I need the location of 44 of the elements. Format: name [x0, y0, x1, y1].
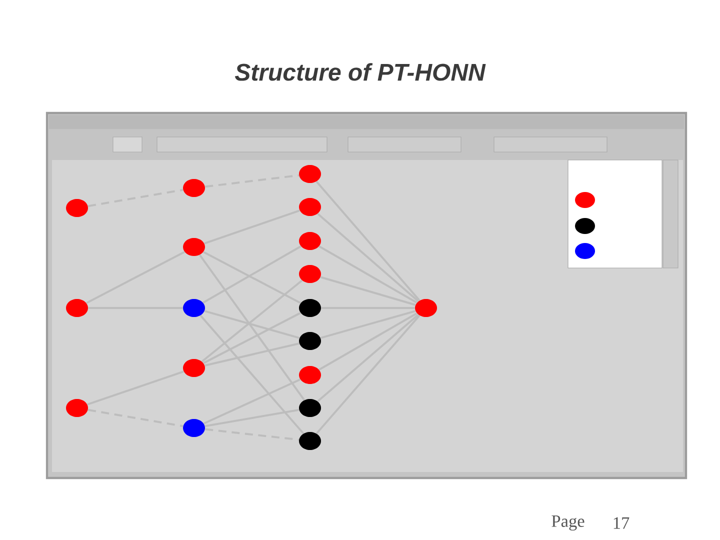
- connector-line: [316, 314, 420, 434]
- connector-line: [87, 370, 184, 406]
- connector-line: [204, 408, 300, 428]
- connector-line: [203, 312, 301, 364]
- connector-line: [198, 254, 306, 401]
- neuron-circle: [66, 199, 88, 217]
- slide-title: Structure of PT-HONN: [234, 63, 486, 81]
- neuron-circle: [299, 299, 321, 317]
- neuron-circle: [183, 179, 205, 197]
- connector-line: [86, 251, 185, 304]
- neuron-circle: [299, 265, 321, 283]
- connector-line: [316, 180, 420, 302]
- connector-line: [318, 312, 418, 371]
- neuron-circle: [183, 238, 205, 256]
- page-label: Page: [552, 515, 584, 531]
- connector-line: [204, 210, 300, 244]
- neuron-circle: [299, 165, 321, 183]
- neuron-circle: [183, 299, 205, 317]
- connector-line: [204, 342, 300, 366]
- neuron-circle: [299, 232, 321, 250]
- connector-line: [88, 188, 184, 208]
- neuron-circle: [66, 299, 88, 317]
- connector-line: [205, 174, 299, 188]
- neuron-circle: [299, 366, 321, 384]
- neuron-circle: [66, 399, 88, 417]
- neuron-circle: [183, 419, 205, 437]
- connector-line: [317, 212, 419, 302]
- connector-line: [204, 310, 300, 339]
- connector-line: [317, 314, 419, 402]
- neuron-circle: [183, 359, 205, 377]
- neuron-circle: [299, 399, 321, 417]
- connector-line: [205, 428, 299, 441]
- neuron-circle: [299, 198, 321, 216]
- connector-line: [318, 245, 418, 304]
- connector-line: [320, 276, 416, 306]
- neuron-circle: [299, 432, 321, 450]
- page-label: 17: [614, 517, 630, 529]
- connector-line: [88, 408, 184, 428]
- connector-line: [201, 280, 303, 362]
- connector-line: [320, 310, 416, 339]
- connector-line: [200, 314, 304, 434]
- neuron-circle: [299, 332, 321, 350]
- neuron-circle: [415, 299, 437, 317]
- connector-line: [203, 378, 301, 424]
